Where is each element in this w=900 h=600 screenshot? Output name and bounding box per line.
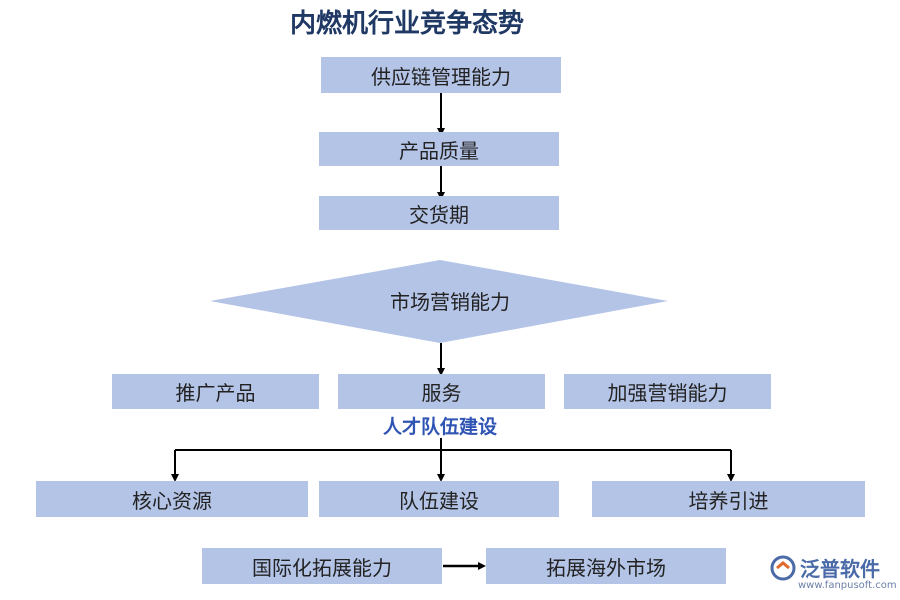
box-product-quality: 产品质量 [319, 132, 559, 166]
box-team-building: 队伍建设 [319, 481, 559, 517]
brand-url: www.fanpusoft.com [798, 580, 897, 591]
page-title: 内燃机行业竞争态势 [290, 9, 525, 39]
box-core-resources: 核心资源 [36, 481, 308, 517]
box-delivery: 交货期 [319, 196, 559, 230]
brand-watermark: 泛普软件 www.fanpusoft.com [770, 553, 897, 595]
box-service: 服务 [338, 374, 545, 409]
diamond-label-marketing: 市场营销能力 [390, 289, 510, 314]
brand-name: 泛普软件 [800, 557, 880, 581]
box-strengthen-marketing: 加强营销能力 [564, 374, 771, 409]
box-international-expansion: 国际化拓展能力 [202, 548, 442, 584]
box-supply-chain: 供应链管理能力 [321, 57, 561, 93]
box-training-recruiting: 培养引进 [592, 481, 865, 517]
box-promote-products: 推广产品 [112, 374, 319, 409]
box-overseas-market: 拓展海外市场 [486, 548, 726, 584]
marketing-diamond [210, 260, 668, 343]
talent-heading: 人才队伍建设 [382, 415, 497, 438]
brand-logo-icon [770, 555, 796, 581]
